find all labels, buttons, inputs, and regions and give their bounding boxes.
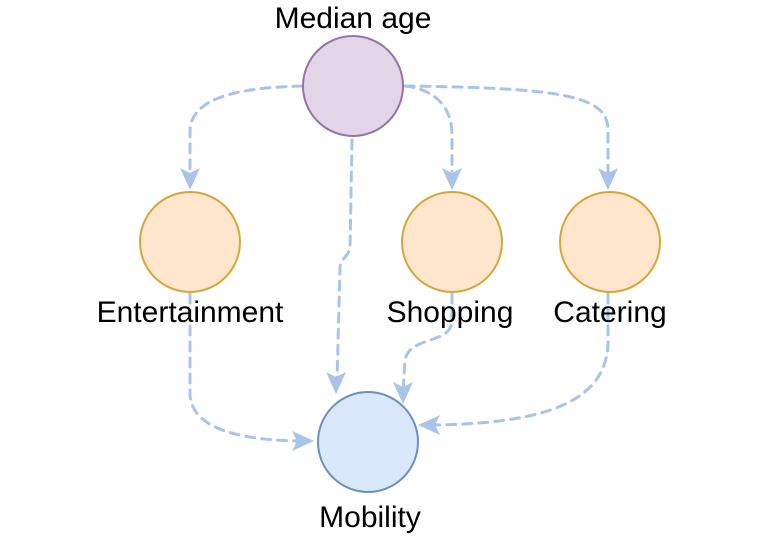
edges xyxy=(180,84,618,451)
node-catering: Catering xyxy=(553,191,667,329)
node-median-age: Median age xyxy=(275,2,432,137)
edge-median-age-to-mobility xyxy=(335,138,354,384)
node-entertainment-label: Entertainment xyxy=(97,296,284,329)
node-entertainment-circle xyxy=(139,191,241,293)
node-shopping-label: Shopping xyxy=(387,296,514,329)
edge-catering-to-mobility xyxy=(428,292,610,427)
node-entertainment: Entertainment xyxy=(97,191,284,329)
arrowhead-mobility-from-median-age xyxy=(326,372,346,394)
edge-entertainment-to-mobility xyxy=(188,292,302,443)
node-shopping-circle xyxy=(401,191,503,293)
node-median-age-label: Median age xyxy=(275,2,432,35)
arrowhead-shopping xyxy=(442,168,462,190)
edge-median-age-to-entertainment xyxy=(188,84,304,180)
node-median-age-circle xyxy=(302,35,404,137)
node-catering-label: Catering xyxy=(553,296,666,329)
node-mobility: Mobility xyxy=(317,391,421,534)
arrowhead-mobility-from-entertainment xyxy=(292,431,314,451)
arrowhead-entertainment xyxy=(180,168,200,190)
node-catering-circle xyxy=(559,191,661,293)
arrowhead-mobility-from-shopping xyxy=(393,382,413,404)
edge-median-age-to-catering xyxy=(403,84,610,180)
node-shopping: Shopping xyxy=(387,191,514,329)
arrowhead-catering xyxy=(598,168,618,190)
node-mobility-circle xyxy=(317,391,419,493)
arrowhead-mobility-from-catering xyxy=(418,415,440,435)
node-mobility-label: Mobility xyxy=(319,501,421,534)
edge-shopping-to-mobility xyxy=(401,292,454,394)
edge-median-age-to-shopping xyxy=(403,84,454,180)
